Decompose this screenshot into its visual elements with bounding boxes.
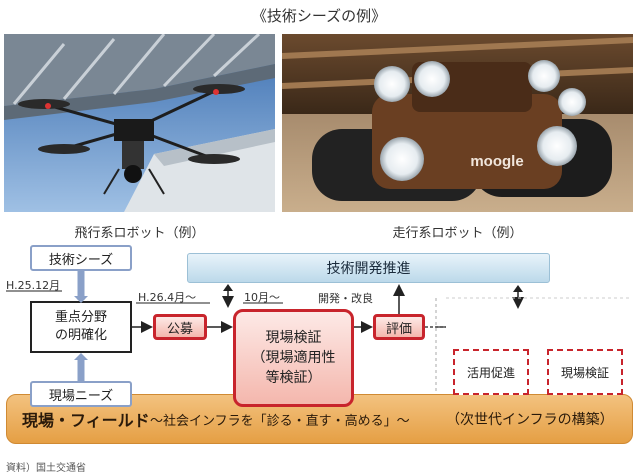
onsite-verification-box: 現場検証: [547, 349, 623, 395]
robot-brand-label: moogle: [470, 153, 523, 170]
tech-seeds-box: 技術シーズ: [30, 245, 132, 271]
date-h25-label: H.25.12月: [6, 279, 61, 292]
public-call-box: 公募: [153, 314, 207, 340]
page-title: 《技術シーズの例》: [251, 7, 387, 25]
crawler-caption: 走行系ロボット（例）: [392, 226, 523, 241]
source-note: 資料）国土交通省: [6, 463, 86, 474]
field-banner-subtitle: ～社会インフラを「診る・直す・高める」～: [150, 414, 410, 429]
dev-improve-label: 開発・改良: [318, 292, 373, 305]
field-banner-next-gen: （次世代インフラの構築）: [446, 412, 614, 428]
drone-photo: [4, 34, 275, 212]
utilization-promotion-box: 活用促進: [453, 349, 529, 395]
field-banner-title: 現場・フィールド: [22, 411, 150, 430]
evaluation-box: 評価: [373, 314, 425, 340]
priority-area-box: 重点分野 の明確化: [30, 301, 132, 353]
drone-caption: 飛行系ロボット（例）: [74, 226, 205, 241]
tech-dev-promotion-bar: 技術開発推進: [187, 253, 550, 283]
kenshou-line2: （現場適用性: [251, 349, 336, 366]
field-verification-box: 現場検証 （現場適用性 等検証）: [233, 309, 354, 407]
crawler-robot-photo: moogle: [282, 34, 633, 212]
kenshou-line3: 等検証）: [265, 370, 322, 387]
priority-line2: の明確化: [54, 328, 107, 343]
date-oct-label: 10月～: [244, 291, 280, 304]
field-needs-box: 現場ニーズ: [30, 381, 132, 407]
date-h26-label: H.26.4月～: [138, 291, 197, 304]
priority-line1: 重点分野: [54, 310, 107, 326]
kenshou-line1: 現場検証: [265, 329, 322, 346]
